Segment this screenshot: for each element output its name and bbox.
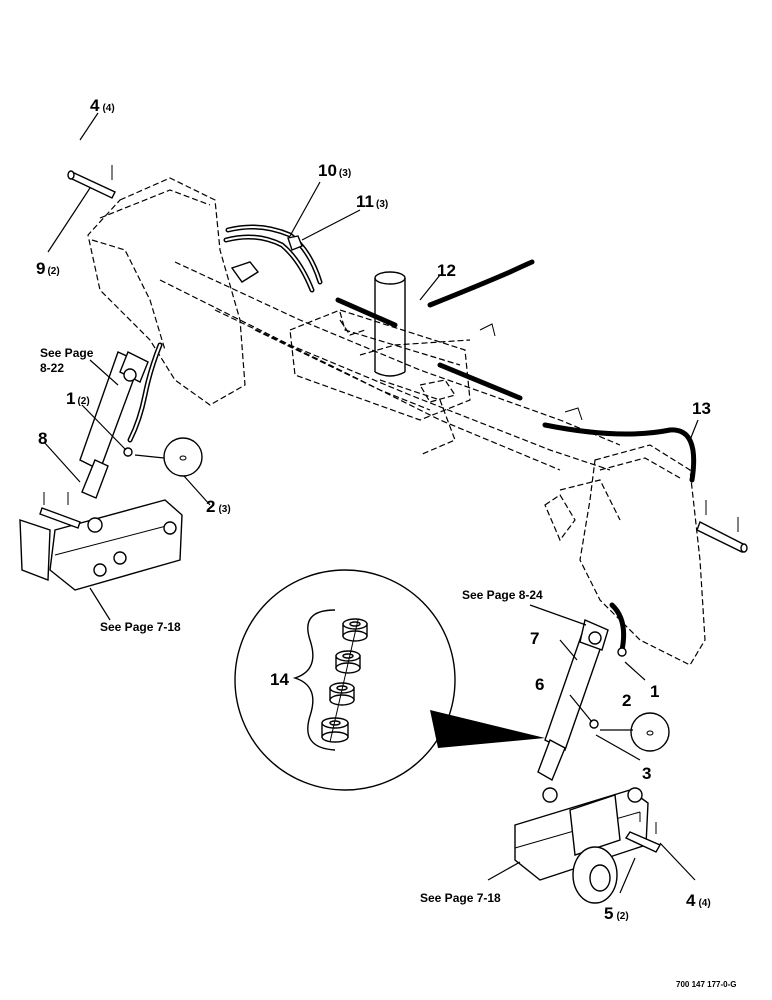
callout-10: 10(3) [318, 161, 351, 180]
callout-6: 6 [535, 675, 544, 694]
callout-1-left: 1(2) [66, 389, 90, 408]
plug-detail-left [163, 437, 203, 477]
callout-3: 3 [642, 764, 651, 783]
callout-9: 9(2) [36, 259, 60, 278]
main-frame [87, 177, 706, 666]
ref-page-8-24: See Page 8-24 [462, 588, 543, 602]
pin-top-left [67, 165, 116, 199]
bushing-stack [321, 618, 368, 743]
callout-1-right: 1 [650, 682, 659, 701]
right-lift-cylinder [537, 619, 627, 782]
callout-4-top: 4(4) [90, 96, 115, 115]
bushing-detail-circle [234, 569, 545, 791]
pin-right [696, 500, 748, 553]
callout-5: 5(2) [604, 904, 629, 923]
callout-labels: 4(4) 9(2) 10(3) 11(3) 12 13 1(2) 8 2(3) … [36, 96, 711, 923]
plug-detail-right [630, 712, 670, 752]
hose-fittings [230, 235, 583, 421]
leader-lines [43, 112, 699, 894]
callout-14: 14 [270, 670, 289, 689]
ref-page-7-18-left: See Page 7-18 [100, 620, 181, 634]
center-tower [359, 271, 471, 377]
ref-page-8-22-line1: See Page [40, 346, 94, 360]
callout-2-left: 2(3) [206, 497, 231, 516]
ref-page-7-18-right: See Page 7-18 [420, 891, 501, 905]
callout-8: 8 [38, 429, 47, 448]
callout-11: 11(3) [356, 192, 388, 211]
callout-12: 12 [437, 261, 456, 280]
callout-4-bottom: 4(4) [686, 891, 711, 910]
left-wheel-arm [19, 492, 183, 591]
left-lift-cylinder [79, 351, 149, 499]
right-wheel-arm [514, 787, 661, 904]
page-references: See Page 8-22 See Page 8-24 See Page 7-1… [40, 346, 543, 905]
callout-13: 13 [692, 399, 711, 418]
callout-7: 7 [530, 629, 539, 648]
ref-page-8-22-line2: 8-22 [40, 361, 64, 375]
callout-2-right: 2 [622, 691, 631, 710]
drawing-number: 700 147 177-0-G [676, 980, 737, 989]
hose-routing [127, 224, 697, 653]
